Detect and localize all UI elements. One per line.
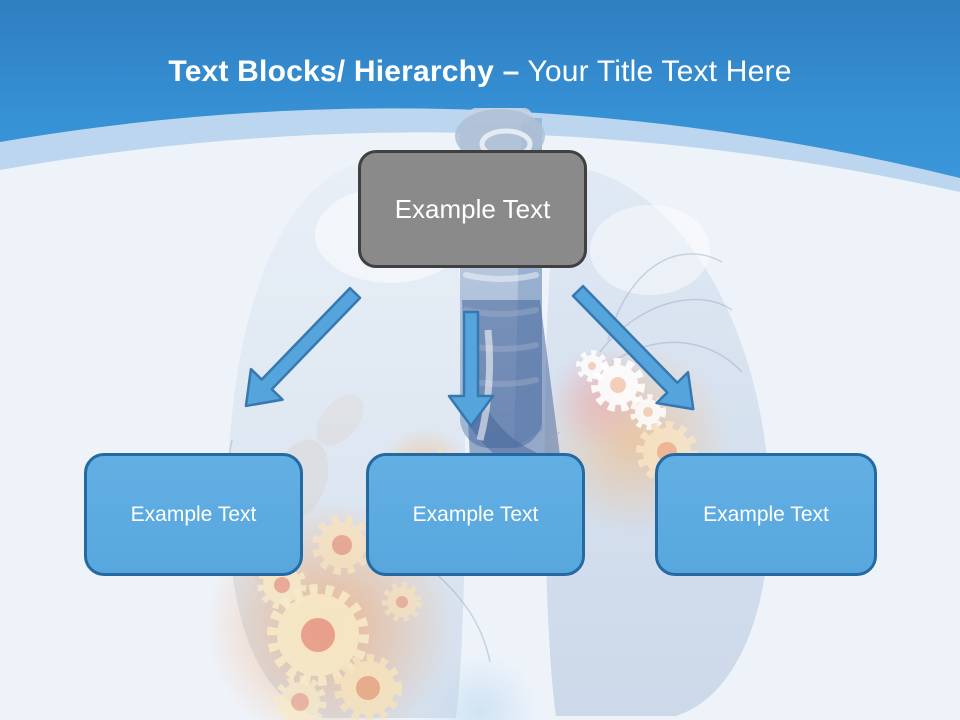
slide-header: Text Blocks/ Hierarchy – Your Title Text… (0, 0, 960, 144)
child-node-2-box[interactable]: Example Text (366, 453, 585, 576)
title-regular-segment: Your Title Text Here (519, 55, 792, 88)
gear-icon (312, 515, 372, 575)
child-node-3-box[interactable]: Example Text (655, 453, 877, 576)
root-node-label: Example Text (394, 193, 551, 224)
gear-icon (382, 582, 422, 622)
child-node-3-label: Example Text (703, 502, 829, 526)
child-node-2-label: Example Text (412, 502, 539, 526)
title-bold-segment: Text Blocks/ Hierarchy – (168, 55, 520, 88)
child-node-1-label: Example Text (130, 502, 257, 526)
gear-icon (576, 350, 608, 382)
base-glow (420, 652, 540, 720)
root-node-box[interactable]: Example Text (358, 150, 587, 268)
gear-icon (267, 584, 369, 686)
page-title: Text Blocks/ Hierarchy – Your Title Text… (168, 55, 791, 89)
gear-icon (334, 654, 402, 720)
gear-icon (273, 675, 327, 720)
child-node-1-box[interactable]: Example Text (84, 453, 303, 576)
